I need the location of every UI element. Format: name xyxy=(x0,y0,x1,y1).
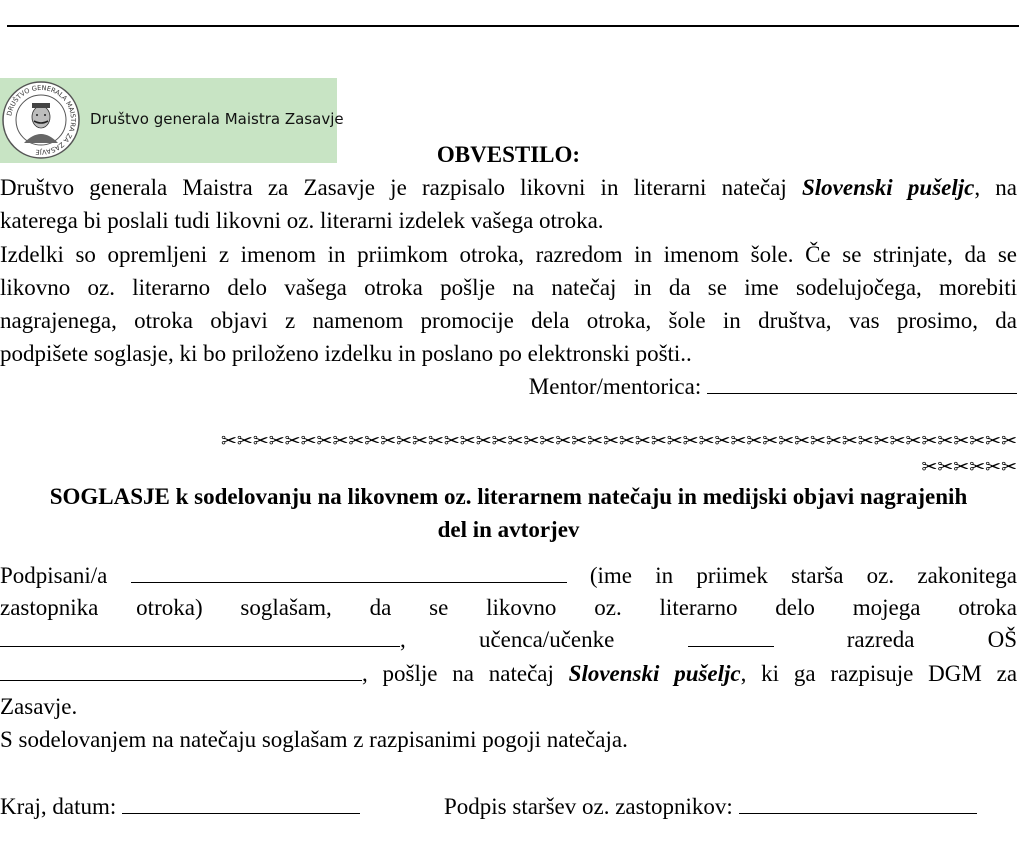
signature-line: Podpis staršev oz. zastopnikov: xyxy=(444,791,977,823)
notice-paragraph-line: podpišete soglasje, ki bo priloženo izde… xyxy=(0,341,692,366)
notice-paragraph-line: katerega bi poslali tudi likovni oz. lit… xyxy=(0,208,604,233)
signature-label: Podpis staršev oz. zastopnikov: xyxy=(444,794,733,819)
mentor-label: Mentor/mentorica: xyxy=(528,374,702,399)
cut-line: ✂✂✂✂✂✂ xyxy=(921,456,1017,478)
consent-line: S sodelovanjem na natečaju soglašam z ra… xyxy=(0,727,628,752)
school-blank[interactable] xyxy=(0,658,362,681)
signature-blank[interactable] xyxy=(738,791,977,814)
mentor-line: Mentor/mentorica: xyxy=(0,371,1017,403)
notice-paragraph-line: nagrajenega, otroka objavi z namenom pro… xyxy=(0,308,1017,333)
consent-line: , pošlje na natečaj Slovenski pušeljc, k… xyxy=(0,658,1017,690)
grade-blank[interactable] xyxy=(687,624,774,647)
child-name-blank[interactable] xyxy=(0,624,400,647)
place-date-blank[interactable] xyxy=(122,791,360,814)
society-name: Društvo generala Maistra Zasavje xyxy=(90,110,344,128)
cut-line: ✂✂✂✂✂✂✂✂✂✂✂✂✂✂✂✂✂✂✂✂✂✂✂✂✂✂✂✂✂✂✂✂✂✂✂✂✂✂✂✂… xyxy=(221,430,1017,452)
consent-line: Podpisani/a (ime in priimek starša oz. z… xyxy=(0,560,1017,592)
place-date-line: Kraj, datum: xyxy=(0,791,360,823)
consent-line: Zasavje. xyxy=(0,694,78,719)
mentor-blank[interactable] xyxy=(707,371,1017,394)
notice-paragraph-line: Društvo generala Maistra za Zasavje je r… xyxy=(0,175,1018,200)
notice-paragraph-line: likovno oz. literarno delo vašega otroka… xyxy=(0,275,1017,300)
top-rule xyxy=(7,25,1019,27)
notice-paragraph-line: Izdelki so opremljeni z imenom in priimk… xyxy=(0,242,1017,267)
contest-name: Slovenski pušeljc xyxy=(801,175,975,200)
place-date-label: Kraj, datum: xyxy=(0,794,117,819)
consent-title: SOGLASJE k sodelovanju na likovnem oz. l… xyxy=(49,484,968,509)
notice-title: OBVESTILO: xyxy=(436,142,581,167)
contest-name: Slovenski pušeljc xyxy=(568,661,741,686)
seal-icon: DRUŠTVO GENERALA MAISTRA ZA ZASAVJE xyxy=(2,81,80,159)
consent-line: , učenca/učenke razreda OŠ xyxy=(0,624,1017,656)
society-logo: DRUŠTVO GENERALA MAISTRA ZA ZASAVJE Druš… xyxy=(0,78,344,163)
parent-name-blank[interactable] xyxy=(130,560,567,583)
consent-line: zastopnika otroka) soglašam, da se likov… xyxy=(0,595,1017,620)
consent-title: del in avtorjev xyxy=(437,517,580,542)
